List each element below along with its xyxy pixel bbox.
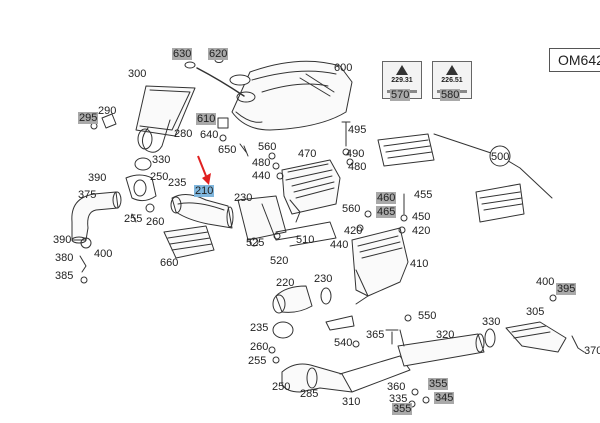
- part-label-600[interactable]: 600: [334, 62, 353, 74]
- part-label-540[interactable]: 540: [334, 337, 353, 349]
- warning-label-card-2[interactable]: 226.51: [432, 61, 472, 99]
- part-label-495[interactable]: 495: [348, 124, 367, 136]
- part-label-400[interactable]: 400: [536, 276, 555, 288]
- part-label-380[interactable]: 380: [55, 252, 74, 264]
- part-label-480[interactable]: 480: [252, 157, 271, 169]
- part-label-420[interactable]: 420: [412, 225, 431, 237]
- part-label-440[interactable]: 440: [330, 239, 349, 251]
- part-label-255[interactable]: 255: [248, 355, 267, 367]
- part-label-235[interactable]: 235: [250, 322, 269, 334]
- part-label-280[interactable]: 280: [174, 128, 193, 140]
- part-label-640[interactable]: 640: [200, 129, 219, 141]
- part-label-630[interactable]: 630: [172, 48, 193, 60]
- warning-card-code: 226.51: [441, 77, 463, 84]
- part-label-360[interactable]: 360: [387, 381, 406, 393]
- part-label-490[interactable]: 490: [346, 148, 365, 160]
- part-label-400[interactable]: 400: [94, 248, 113, 260]
- part-label-520[interactable]: 520: [270, 255, 289, 267]
- part-label-295[interactable]: 295: [78, 112, 99, 124]
- part-label-390[interactable]: 390: [53, 234, 72, 246]
- warning-triangle-icon: [396, 65, 408, 75]
- part-label-370[interactable]: 370: [584, 345, 600, 357]
- part-label-510[interactable]: 510: [296, 234, 315, 246]
- model-code-box: OM642: [549, 48, 600, 72]
- part-label-500[interactable]: 500: [491, 151, 510, 163]
- part-label-305[interactable]: 305: [526, 306, 545, 318]
- part-label-330[interactable]: 330: [482, 316, 501, 328]
- part-label-580[interactable]: 580: [440, 89, 461, 101]
- part-label-460[interactable]: 460: [376, 192, 397, 204]
- part-label-650[interactable]: 650: [218, 144, 237, 156]
- part-label-310[interactable]: 310: [342, 396, 361, 408]
- part-label-420[interactable]: 420: [344, 225, 363, 237]
- part-label-470[interactable]: 470: [298, 148, 317, 160]
- part-label-390[interactable]: 390: [88, 172, 107, 184]
- part-label-255[interactable]: 255: [124, 213, 143, 225]
- part-label-450[interactable]: 450: [412, 211, 431, 223]
- part-label-285[interactable]: 285: [300, 388, 319, 400]
- part-label-235[interactable]: 235: [168, 177, 187, 189]
- part-label-320[interactable]: 320: [436, 329, 455, 341]
- part-label-260[interactable]: 260: [250, 341, 269, 353]
- warning-card-code: 229.31: [391, 77, 413, 84]
- part-label-550[interactable]: 550: [418, 310, 437, 322]
- part-label-260[interactable]: 260: [146, 216, 165, 228]
- part-label-335[interactable]: 335: [389, 393, 408, 405]
- part-label-465[interactable]: 465: [376, 206, 397, 218]
- part-label-620[interactable]: 620: [208, 48, 229, 60]
- part-label-660[interactable]: 660: [160, 257, 179, 269]
- part-label-480[interactable]: 480: [348, 161, 367, 173]
- part-label-560[interactable]: 560: [342, 203, 361, 215]
- part-label-230[interactable]: 230: [234, 192, 253, 204]
- part-label-250[interactable]: 250: [272, 381, 291, 393]
- part-label-365[interactable]: 365: [366, 329, 385, 341]
- part-label-375[interactable]: 375: [78, 189, 97, 201]
- part-label-220[interactable]: 220: [276, 277, 295, 289]
- part-label-395[interactable]: 395: [556, 283, 577, 295]
- part-label-290[interactable]: 290: [98, 105, 117, 117]
- part-label-560[interactable]: 560: [258, 141, 277, 153]
- part-label-210[interactable]: 210: [194, 185, 215, 197]
- part-label-330[interactable]: 330: [152, 154, 171, 166]
- part-label-410[interactable]: 410: [410, 258, 429, 270]
- part-label-300[interactable]: 300: [128, 68, 147, 80]
- engine-cover-drawing: [229, 60, 353, 131]
- part-label-355[interactable]: 355: [392, 403, 413, 415]
- part-label-345[interactable]: 345: [434, 392, 455, 404]
- part-label-440[interactable]: 440: [252, 170, 271, 182]
- selection-arrow-drawing: [197, 155, 211, 185]
- part-label-455[interactable]: 455: [414, 189, 433, 201]
- part-label-570[interactable]: 570: [390, 89, 411, 101]
- part-label-230[interactable]: 230: [314, 273, 333, 285]
- part-label-385[interactable]: 385: [55, 270, 74, 282]
- part-label-355[interactable]: 355: [428, 378, 449, 390]
- part-label-525[interactable]: 525: [246, 237, 265, 249]
- part-label-610[interactable]: 610: [196, 113, 217, 125]
- warning-triangle-icon: [446, 65, 458, 75]
- part-label-250[interactable]: 250: [150, 171, 169, 183]
